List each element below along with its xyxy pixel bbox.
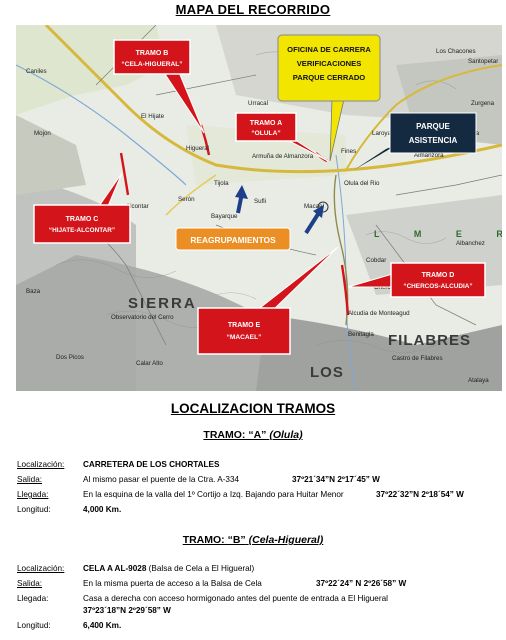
place-label: Dos Picos	[56, 354, 84, 361]
callout-tramo-d: TRAMO D “CHERCOS-ALCUDIA”	[390, 262, 486, 298]
svg-text:REAGRUPAMIENTOS: REAGRUPAMIENTOS	[190, 235, 276, 245]
place-label: Zurgena	[471, 100, 495, 107]
svg-text:ASISTENCIA: ASISTENCIA	[409, 136, 458, 145]
callout-tramo-c: TRAMO C “HIJATE-ALCONTAR”	[33, 204, 131, 244]
route-map: Caniles Mojon El Hijate Higueral Armuña …	[16, 25, 502, 391]
place-label: Atalaya	[468, 377, 489, 384]
tramo-a-heading: TRAMO: “A” (Olula)	[203, 429, 303, 441]
place-label: Calar Alto	[136, 360, 163, 367]
svg-text:TRAMO E: TRAMO E	[228, 322, 261, 329]
place-label: Almanzora	[414, 152, 444, 159]
svg-text:PARQUE: PARQUE	[416, 122, 450, 131]
callout-reagrupamientos: REAGRUPAMIENTOS	[175, 227, 291, 251]
svg-text:“MACAEL”: “MACAEL”	[227, 334, 262, 341]
place-label: Olula del Rio	[344, 180, 380, 187]
tramo-d-route	[340, 264, 350, 316]
tramo-b-salida-coords: 37º22´24” N 2º26´58” W	[316, 579, 407, 588]
place-label: Santopetar	[468, 58, 498, 65]
callout-oficina: OFICINA DE CARRERA VERIFICACIONES PARQUE…	[277, 34, 381, 102]
place-label: Bayarque	[211, 213, 238, 220]
callout-tramo-e: TRAMO E “MACAEL”	[197, 307, 291, 355]
place-label: Los Chacones	[436, 48, 476, 55]
place-label: Laroya	[372, 130, 391, 137]
tramo-a-salida-coords: 37º21´34”N 2º17´45” W	[292, 475, 380, 484]
callout-tramo-b: TRAMO B “CELA-HIGUERAL”	[113, 39, 191, 75]
place-label: Alcudia de Monteagud	[348, 310, 410, 317]
place-label: El Hijate	[141, 113, 165, 120]
region-almeria: L M E R	[374, 229, 502, 239]
tramo-c-route	[119, 152, 130, 196]
svg-text:OFICINA DE CARRERA: OFICINA DE CARRERA	[287, 45, 371, 54]
highway-a334	[44, 25, 502, 174]
svg-text:“OLULA”: “OLULA”	[251, 130, 280, 137]
place-label: Observatorio del Cerro	[111, 314, 174, 321]
svg-text:TRAMO B: TRAMO B	[136, 50, 169, 57]
place-label: Higueral	[186, 145, 209, 152]
svg-text:TRAMO C: TRAMO C	[66, 216, 99, 223]
place-label: Albanchez	[456, 240, 485, 247]
svg-text:TRAMO D: TRAMO D	[422, 272, 455, 279]
svg-text:“CHERCOS-ALCUDIA”: “CHERCOS-ALCUDIA”	[403, 283, 472, 290]
place-label: Benitagla	[348, 331, 374, 338]
svg-text:“HIJATE-ALCONTAR”: “HIJATE-ALCONTAR”	[49, 227, 115, 234]
place-label: Tijola	[214, 180, 229, 187]
region-sierra: SIERRA	[128, 295, 197, 312]
tramo-a-llegada-coords: 37º22´32”N 2º18´54” W	[376, 490, 464, 499]
place-label: Castro de Filabres	[392, 355, 443, 362]
svg-text:PARQUE CERRADO: PARQUE CERRADO	[293, 73, 366, 82]
page-title: MAPA DEL RECORRIDO	[175, 2, 331, 17]
place-label: Sufli	[254, 198, 266, 205]
region-filabres: FILABRES	[388, 332, 471, 349]
place-label: Mojon	[34, 130, 51, 137]
tramo-b-heading: TRAMO: “B” (Cela-Higueral)	[182, 534, 324, 546]
region-los: LOS	[310, 364, 344, 381]
place-label: Fines	[341, 148, 356, 155]
place-label: Alcontar	[126, 203, 149, 210]
place-label: Cobdar	[366, 257, 386, 264]
place-label: Macael	[304, 203, 324, 210]
place-label: Urracal	[248, 100, 268, 107]
callout-parque-asistencia: PARQUE ASISTENCIA	[389, 112, 477, 154]
svg-text:TRAMO A: TRAMO A	[250, 120, 282, 127]
place-label: Armuña de Almanzora	[252, 153, 314, 160]
svg-text:“CELA-HIGUERAL”: “CELA-HIGUERAL”	[121, 61, 182, 68]
callout-tramo-a: TRAMO A “OLULA”	[235, 112, 297, 142]
place-label: Caniles	[26, 68, 47, 75]
tramo-b-llegada-coords: 37º23´18”N 2º29´58” W	[83, 606, 171, 615]
place-label: Serón	[178, 196, 195, 203]
section-title: LOCALIZACION TRAMOS	[170, 401, 336, 416]
svg-text:VERIFICACIONES: VERIFICACIONES	[297, 59, 362, 68]
place-label: Baza	[26, 288, 41, 295]
